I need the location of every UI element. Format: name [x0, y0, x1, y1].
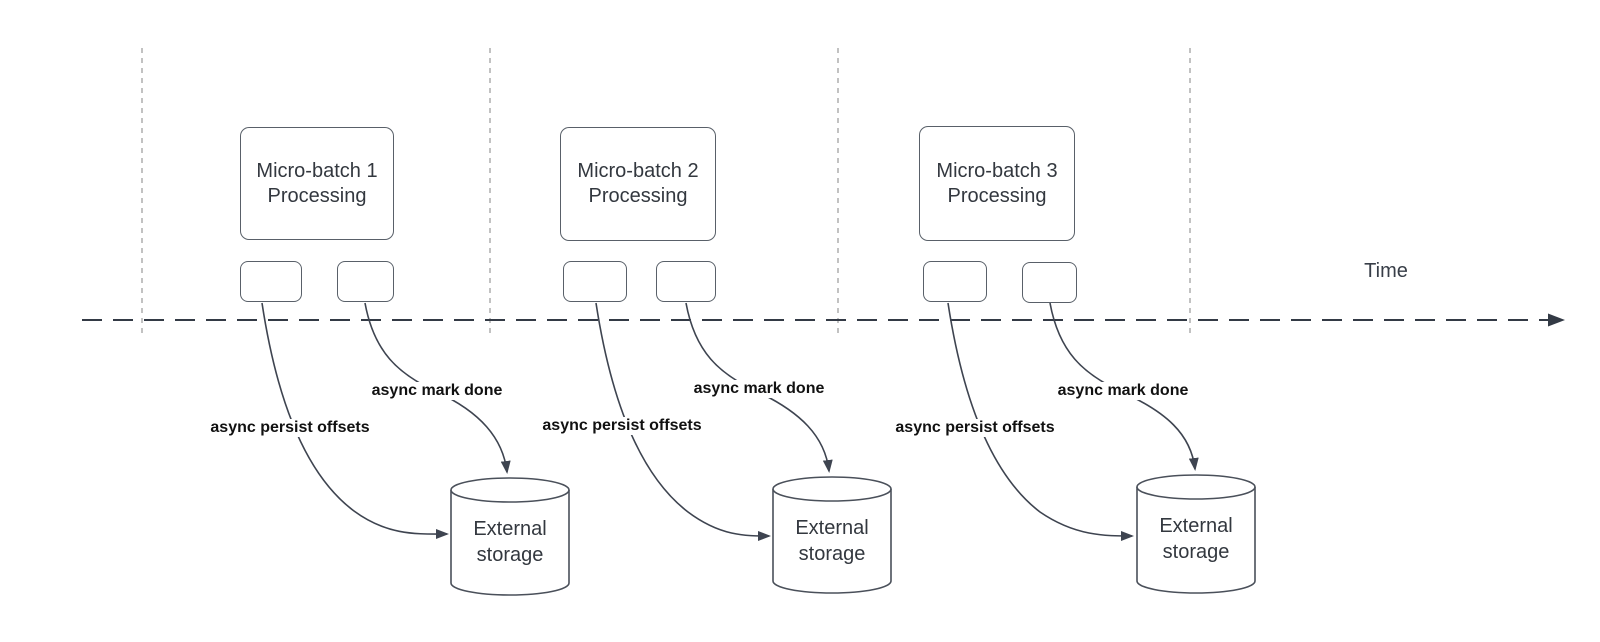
micro-batch-2-processing-box: Micro-batch 2 Processing: [560, 127, 716, 241]
persist-offsets-arrow-1: [261, 302, 449, 540]
external-storage-label-1: External storage: [473, 518, 547, 566]
async-mark-done-label-1: async mark done: [368, 382, 506, 400]
micro-batch-1-processing-box: Micro-batch 1 Processing: [240, 127, 394, 240]
async-mark-done-label-3: async mark done: [1054, 382, 1192, 400]
external-storage-label-3: External storage: [1159, 515, 1233, 563]
time-axis-label: Time: [1364, 260, 1408, 282]
external-storage-label-2: External storage: [795, 517, 869, 565]
storage-cylinder-2: [772, 476, 892, 594]
storage-cylinder-1: [450, 477, 570, 596]
persist-offsets-arrow-3: [947, 302, 1134, 541]
micro-batch-1-offset-slot: [240, 261, 302, 302]
async-persist-offsets-label-3: async persist offsets: [892, 419, 1058, 437]
async-persist-offsets-label-2: async persist offsets: [539, 417, 705, 435]
micro-batch-3-done-slot: [1022, 262, 1077, 303]
micro-batch-2-done-slot: [656, 261, 716, 302]
async-mark-done-label-2: async mark done: [690, 380, 828, 398]
async-persist-offsets-label-1: async persist offsets: [207, 419, 373, 437]
storage-cylinder-3: [1136, 474, 1256, 594]
micro-batch-3-processing-box: Micro-batch 3 Processing: [919, 126, 1075, 241]
persist-offsets-arrow-2: [595, 302, 771, 541]
micro-batch-2-offset-slot: [563, 261, 627, 302]
micro-batch-1-done-slot: [337, 261, 394, 302]
micro-batch-3-offset-slot: [923, 261, 987, 302]
